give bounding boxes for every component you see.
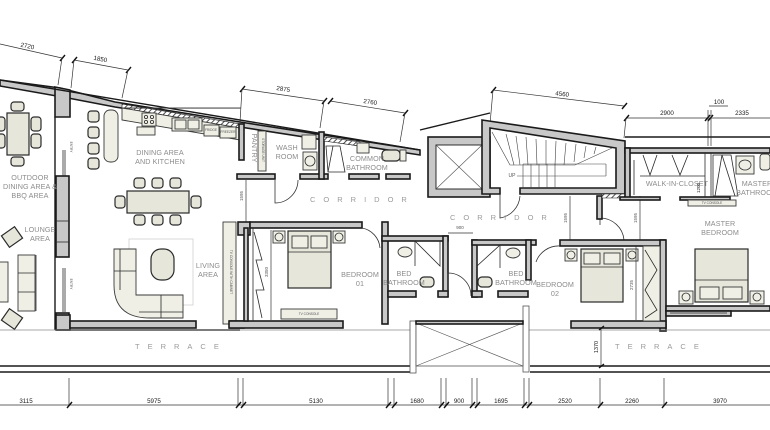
- room-label-pantry: PANTRY: [250, 133, 259, 162]
- room-label-corridor-right: CORRIDOR: [450, 213, 555, 222]
- bottom-dimensions: 3115 5975 5130 1680 900 1695 2520 2260 3…: [0, 378, 770, 409]
- dim-bottom-4: 1680: [410, 398, 424, 405]
- dim-top-5: 4560: [555, 90, 570, 98]
- room-label-bathroom-2b: BATHROOM: [495, 278, 537, 287]
- room-label-common-1: COMMON: [350, 154, 384, 163]
- fridge: [203, 124, 220, 137]
- wash-room-door: [274, 179, 299, 204]
- svg-text:TV CONSOLE: TV CONSOLE: [299, 312, 320, 316]
- dim-bottom-6: 1695: [494, 398, 508, 405]
- room-label-master-bed-1: MASTER: [705, 219, 736, 228]
- svg-text:TV CONSOLE: TV CONSOLE: [702, 201, 723, 205]
- room-label-master-bath-1: MASTER: [742, 179, 770, 188]
- svg-text:1595: 1595: [563, 212, 568, 223]
- dining-table: [114, 177, 202, 226]
- dim-bottom-8: 2260: [625, 398, 639, 405]
- svg-text:STORAGE UNIT: STORAGE UNIT: [261, 138, 265, 162]
- cooktop: [141, 112, 157, 127]
- svg-text:ENTRY: ENTRY: [69, 279, 73, 291]
- master-wing: TV CONSOLE: [619, 136, 770, 207]
- room-label-master-bath-2: BATHROOM: [736, 188, 770, 197]
- dim-bottom-2: 5975: [147, 398, 161, 405]
- dim-bottom-1: 3115: [19, 398, 33, 405]
- room-label-bedroom-02-1: BEDROOM: [536, 280, 574, 289]
- master-bed: [665, 248, 770, 317]
- bedroom-02: 2735: [535, 239, 667, 332]
- svg-text:1595: 1595: [239, 190, 244, 201]
- room-label-outdoor-3: BBQ AREA: [11, 191, 48, 200]
- lounge-furniture: [0, 225, 37, 331]
- room-label-wash-1: WASH: [276, 143, 298, 152]
- room-label-common-2: BATHROOM: [346, 163, 388, 172]
- bathroom-2: [471, 239, 537, 298]
- freezer: [219, 126, 237, 139]
- stair-core: [481, 119, 626, 195]
- oven: [136, 126, 156, 136]
- room-label-dining-1: DINING AREA: [136, 148, 184, 157]
- room-label-bedroom-01-1: BEDROOM: [341, 270, 379, 279]
- dim-top-1: 2720: [20, 42, 35, 52]
- west-wall: ENTRY ENTRY: [54, 117, 73, 330]
- room-label-living-2: AREA: [198, 270, 218, 279]
- outdoor-dining-table: [0, 101, 42, 167]
- dim-bottom-9: 3970: [713, 398, 727, 405]
- dim-bottom-3: 5130: [309, 398, 323, 405]
- living-sofa: [113, 238, 194, 319]
- room-label-terrace-left: TERRACE: [135, 342, 227, 351]
- dim-top-4: 2760: [363, 98, 378, 107]
- lift-shaft: [419, 112, 491, 198]
- pantry-area: STORAGE UNIT: [236, 123, 329, 180]
- room-label-master-bed-2: BEDROOM: [701, 228, 739, 237]
- kitchen-sink: [171, 117, 203, 132]
- svg-text:TV CONSOLE WITH CABINET: TV CONSOLE WITH CABINET: [229, 250, 233, 294]
- room-label-walk-in-closet: WALK-IN-CLOSET: [646, 179, 709, 188]
- bar-stools: [87, 110, 100, 170]
- dim-bottom-7: 2520: [558, 398, 572, 405]
- dim-top-8: 2335: [735, 110, 749, 117]
- svg-text:2735: 2735: [629, 279, 634, 290]
- tv-console-master: [687, 199, 737, 207]
- room-label-living-1: LIVING: [196, 261, 220, 270]
- svg-text:1200: 1200: [696, 182, 701, 193]
- bathroom-1: [381, 221, 449, 325]
- room-label-terrace-right: TERRACE: [615, 342, 707, 351]
- dim-top-7: 100: [714, 99, 725, 106]
- stair-up-label: UP: [509, 173, 517, 179]
- room-label-lounge-2: AREA: [30, 234, 50, 243]
- room-label-bathroom-1b: BATHROOM: [383, 278, 425, 287]
- room-label-bathroom-2a: BED: [508, 269, 523, 278]
- svg-text:3350: 3350: [264, 266, 269, 277]
- svg-text:FREEZER: FREEZER: [221, 130, 237, 134]
- room-label-bedroom-02-2: 02: [551, 289, 559, 298]
- dim-top-6: 2900: [660, 110, 674, 117]
- dim-terrace-depth: 1370: [594, 341, 600, 353]
- room-label-bedroom-01-2: 01: [356, 279, 364, 288]
- dim-top-3: 2875: [276, 85, 291, 94]
- tv-console-bedroom-01: [280, 308, 338, 320]
- dim-top-2: 1850: [93, 55, 108, 65]
- svg-text:1595: 1595: [633, 212, 638, 223]
- room-label-outdoor-1: OUTDOOR: [11, 173, 48, 182]
- top-dimensions: 2720 1850 2875 2760 4560 2900 100 2335: [0, 42, 770, 146]
- room-label-wash-2: ROOM: [276, 152, 299, 161]
- room-label-bathroom-1a: BED: [396, 269, 411, 278]
- room-label-corridor-left: CORRIDOR: [310, 195, 415, 204]
- dim-bottom-5: 900: [454, 398, 465, 405]
- dim-door-gap: 900: [456, 225, 464, 230]
- svg-text:ENTRY: ENTRY: [69, 142, 73, 154]
- room-label-dining-2: AND KITCHEN: [135, 157, 185, 166]
- kitchen-island: [103, 109, 119, 163]
- svg-text:FRIDGE: FRIDGE: [205, 128, 217, 132]
- room-label-lounge-1: LOUNGE: [25, 225, 56, 234]
- bedroom-01: 3350 TV CONSOLE: [228, 221, 381, 329]
- terrace: [0, 305, 770, 374]
- room-label-outdoor-2: DINING AREA &: [3, 182, 57, 191]
